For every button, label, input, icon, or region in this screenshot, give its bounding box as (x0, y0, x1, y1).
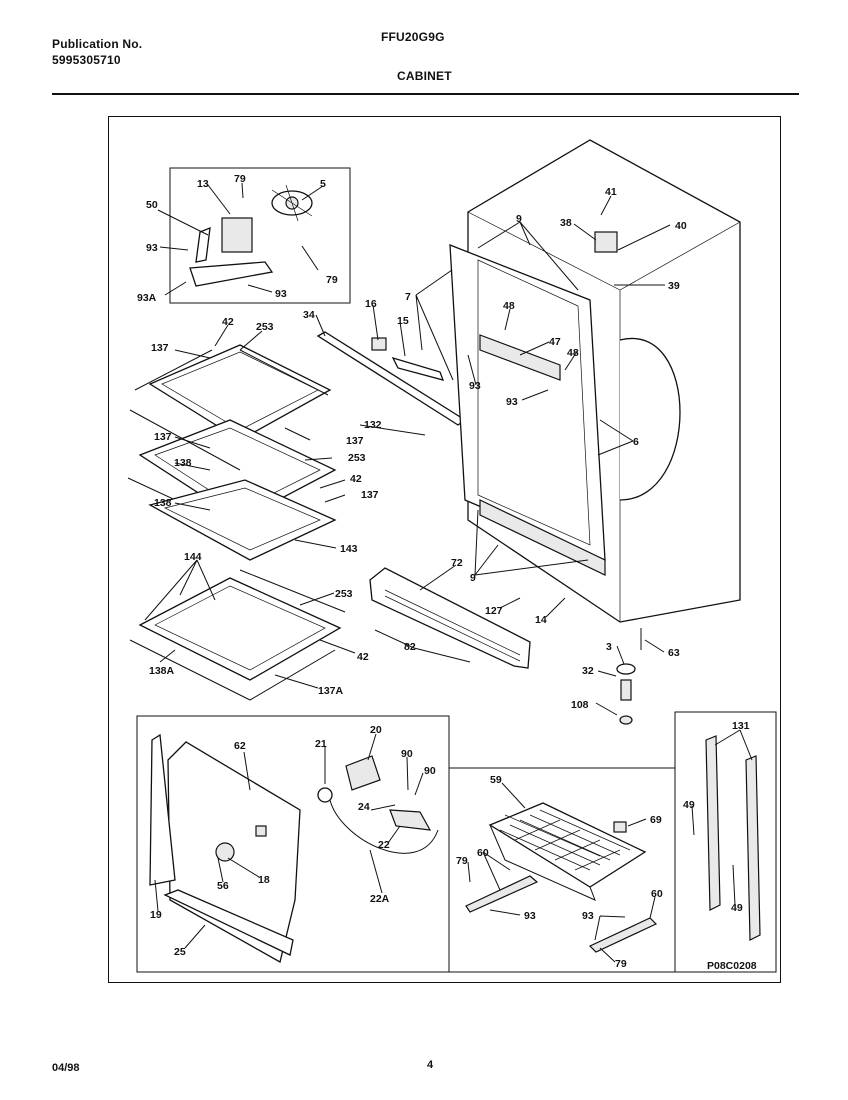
callout-24: 24 (358, 801, 370, 813)
callout-13: 13 (197, 178, 209, 190)
callout-25: 25 (174, 946, 186, 958)
fan-motor-assembly (189, 184, 313, 287)
callout-48: 48 (503, 300, 515, 312)
callout-253: 253 (256, 321, 274, 333)
callout-49: 49 (683, 799, 695, 811)
shelf-rail (316, 331, 467, 426)
page-number: 4 (427, 1059, 434, 1071)
basket-slides (465, 875, 658, 953)
callout-79: 79 (456, 855, 468, 867)
callout-21: 21 (315, 738, 327, 750)
callout-253: 253 (348, 452, 366, 464)
trim-inset (674, 711, 777, 973)
callout-32: 32 (582, 665, 594, 677)
callout-59: 59 (490, 774, 502, 786)
callout-90: 90 (401, 748, 413, 760)
callout-60: 60 (477, 847, 489, 859)
publication-number: 5995305710 (52, 53, 121, 67)
callout-138a: 138A (149, 665, 175, 677)
bottom-shelf (129, 569, 346, 701)
callout-138: 138 (174, 457, 192, 469)
callout-49: 49 (731, 902, 743, 914)
lower-shelf (148, 479, 337, 561)
callout-93: 93 (506, 396, 518, 408)
fan-motor-inset (169, 167, 351, 304)
callout-20: 20 (370, 724, 382, 736)
callout-40: 40 (675, 220, 687, 232)
header-rule (52, 93, 799, 95)
callout-93a: 93A (137, 292, 157, 304)
diagram-code: P08C0208 (707, 960, 757, 972)
callout-79: 79 (615, 958, 627, 970)
defrost-heater (317, 755, 439, 854)
callout-62: 62 (234, 740, 246, 752)
callout-16: 16 (365, 298, 377, 310)
callout-79: 79 (234, 173, 246, 185)
callout-137: 137 (346, 435, 364, 447)
callout-137: 137 (151, 342, 169, 354)
callout-137: 137 (154, 431, 172, 443)
callout-42: 42 (222, 316, 234, 328)
cabinet-body (449, 139, 741, 623)
callout-15: 15 (397, 315, 409, 327)
callout-138: 138 (154, 497, 172, 509)
callout-69: 69 (650, 814, 662, 826)
callout-253: 253 (335, 588, 353, 600)
callout-42: 42 (350, 473, 362, 485)
callout-6: 6 (633, 436, 639, 448)
leader-lines (144, 182, 753, 963)
evaporator-cover (149, 733, 301, 963)
callout-108: 108 (571, 699, 589, 711)
callout-labels: 13 79 5 50 93 79 93A 93 42 253 137 34 16… (137, 173, 757, 972)
liner-trim (705, 735, 761, 941)
callout-34: 34 (303, 309, 315, 321)
callout-72: 72 (451, 557, 463, 569)
publication-label: Publication No. (52, 37, 143, 51)
callout-41: 41 (605, 186, 617, 198)
diagram-frame (108, 116, 781, 983)
callout-9: 9 (470, 572, 476, 584)
callout-131: 131 (732, 720, 750, 732)
callout-137: 137 (361, 489, 379, 501)
callout-93: 93 (275, 288, 287, 300)
callout-127: 127 (485, 605, 503, 617)
callout-93: 93 (524, 910, 536, 922)
callout-19: 19 (150, 909, 162, 921)
callout-39: 39 (668, 280, 680, 292)
callout-56: 56 (217, 880, 229, 892)
callout-38: 38 (560, 217, 572, 229)
callout-9: 9 (516, 213, 522, 225)
callout-7: 7 (405, 291, 411, 303)
callout-63: 63 (668, 647, 680, 659)
callout-93: 93 (146, 242, 158, 254)
callout-137a: 137A (318, 685, 344, 697)
callout-82: 82 (404, 641, 416, 653)
model-number: FFU20G9G (381, 30, 445, 44)
callout-144: 144 (184, 551, 202, 563)
leveling-leg (616, 628, 642, 725)
callout-60: 60 (651, 888, 663, 900)
toe-grille (369, 567, 531, 669)
callout-47: 47 (549, 336, 561, 348)
callout-42: 42 (357, 651, 369, 663)
callout-14: 14 (535, 614, 547, 626)
callout-18: 18 (258, 874, 270, 886)
callout-79: 79 (326, 274, 338, 286)
callout-22a: 22A (370, 893, 390, 905)
freezer-basket (488, 802, 647, 901)
callout-5: 5 (320, 178, 326, 190)
section-title: CABINET (397, 69, 452, 83)
callout-50: 50 (146, 199, 158, 211)
callout-48: 48 (567, 347, 579, 359)
footer-date: 04/98 (52, 1062, 80, 1074)
callout-93: 93 (582, 910, 594, 922)
callout-22: 22 (378, 839, 390, 851)
callout-132: 132 (364, 419, 382, 431)
callout-3: 3 (606, 641, 612, 653)
callout-93: 93 (469, 380, 481, 392)
callout-143: 143 (340, 543, 358, 555)
callout-90: 90 (424, 765, 436, 777)
